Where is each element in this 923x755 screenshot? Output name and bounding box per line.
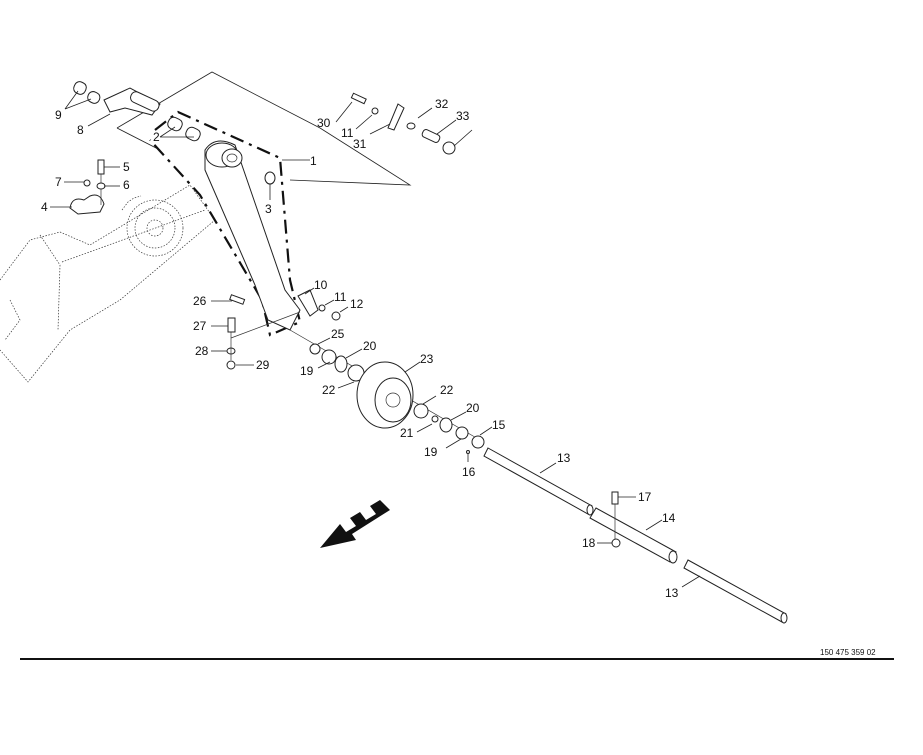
callout-14: 14 bbox=[662, 511, 676, 525]
part-15-bolt bbox=[611, 491, 619, 540]
part-10-bracket bbox=[297, 289, 319, 317]
subassembly-outline bbox=[116, 71, 412, 186]
callout-labels: 9 8 2 1 3 5 6 7 4 30 11 31 32 33 10 11 1… bbox=[41, 97, 679, 600]
callout-22-right: 22 bbox=[440, 383, 454, 397]
part-20-ring-left bbox=[334, 355, 348, 373]
callout-10: 10 bbox=[314, 278, 328, 292]
callout-29: 30 bbox=[317, 116, 331, 130]
callout-1: 1 bbox=[310, 154, 317, 168]
part-2-bushings bbox=[167, 116, 201, 142]
part-29-bolt bbox=[350, 92, 367, 105]
part-16-nut bbox=[611, 538, 621, 548]
callout-20-left: 20 bbox=[363, 339, 377, 353]
drawing-number: 150 475 359 02 bbox=[820, 648, 876, 657]
part-8-pivot-bracket bbox=[103, 87, 161, 116]
callout-22-left: 22 bbox=[322, 383, 336, 397]
callout-20-right: 20 bbox=[466, 401, 480, 415]
footer-rule bbox=[20, 658, 894, 660]
callout-13-lower: 13 bbox=[665, 586, 679, 600]
callout-13-upper: 13 bbox=[557, 451, 571, 465]
callout-31: 32 bbox=[435, 97, 449, 111]
callout-3: 3 bbox=[265, 202, 272, 216]
part-25-bolt bbox=[229, 294, 246, 305]
callout-24: 25 bbox=[331, 327, 345, 341]
callout-28: 29 bbox=[256, 358, 270, 372]
machine-frame-background bbox=[0, 184, 216, 383]
callout-30: 31 bbox=[353, 137, 367, 151]
arm-dashed-outline bbox=[149, 110, 302, 337]
part-19-bearing-left bbox=[321, 349, 337, 365]
part-23-roller bbox=[356, 361, 414, 429]
callout-17: 15 bbox=[492, 418, 506, 432]
part-20-ring-right bbox=[439, 417, 453, 433]
part-28-nut bbox=[226, 360, 236, 370]
callout-16: 18 bbox=[582, 536, 596, 550]
callout-23: 23 bbox=[420, 352, 434, 366]
callout-4: 4 bbox=[41, 200, 48, 214]
part-22-bearing-right bbox=[413, 403, 429, 419]
part-33-washer bbox=[442, 141, 456, 155]
part-1-swing-arm bbox=[204, 140, 301, 331]
part-7-nut bbox=[83, 179, 91, 187]
callout-26: 27 bbox=[193, 319, 207, 333]
part-12-nut bbox=[331, 311, 341, 321]
callout-32: 33 bbox=[456, 109, 470, 123]
part-9-bushings bbox=[73, 81, 101, 104]
callout-2: 2 bbox=[153, 130, 160, 144]
part-17-collar bbox=[471, 435, 485, 449]
callout-12: 12 bbox=[350, 297, 364, 311]
callout-5: 5 bbox=[123, 160, 130, 174]
direction-arrow-icon bbox=[320, 500, 390, 548]
part-19-bearing-right bbox=[455, 426, 469, 440]
callout-7: 7 bbox=[55, 175, 62, 189]
part-31-ring bbox=[406, 122, 416, 130]
part-13-shaft-upper bbox=[483, 447, 594, 516]
part-11-washer-lower bbox=[318, 304, 326, 312]
part-26-bolt bbox=[227, 317, 236, 333]
part-24-spacer bbox=[309, 343, 321, 355]
part-6-washer bbox=[96, 182, 106, 190]
leader-lines bbox=[50, 90, 701, 588]
callout-11-upper: 11 bbox=[341, 126, 354, 140]
part-18-pin bbox=[466, 450, 470, 454]
callout-27: 28 bbox=[195, 344, 209, 358]
part-3-ring bbox=[264, 171, 276, 185]
callout-19-right: 19 bbox=[424, 445, 438, 459]
part-21-ring bbox=[431, 415, 439, 423]
part-4-clamp bbox=[69, 194, 105, 215]
part-11-washer-upper bbox=[371, 107, 379, 115]
callout-19-left: 19 bbox=[300, 364, 314, 378]
callout-21: 21 bbox=[400, 426, 414, 440]
part-32-pin bbox=[421, 129, 441, 143]
callout-25: 26 bbox=[193, 294, 207, 308]
callout-8: 8 bbox=[77, 123, 84, 137]
part-30-lever bbox=[387, 103, 405, 131]
callout-6: 6 bbox=[123, 178, 130, 192]
part-14-coupling-tube bbox=[589, 507, 678, 564]
callout-9: 9 bbox=[55, 108, 62, 122]
callout-15: 17 bbox=[638, 490, 652, 504]
part-13-shaft-lower bbox=[683, 559, 788, 624]
callout-18: 16 bbox=[462, 465, 476, 479]
callout-11-lower: 11 bbox=[334, 290, 347, 304]
